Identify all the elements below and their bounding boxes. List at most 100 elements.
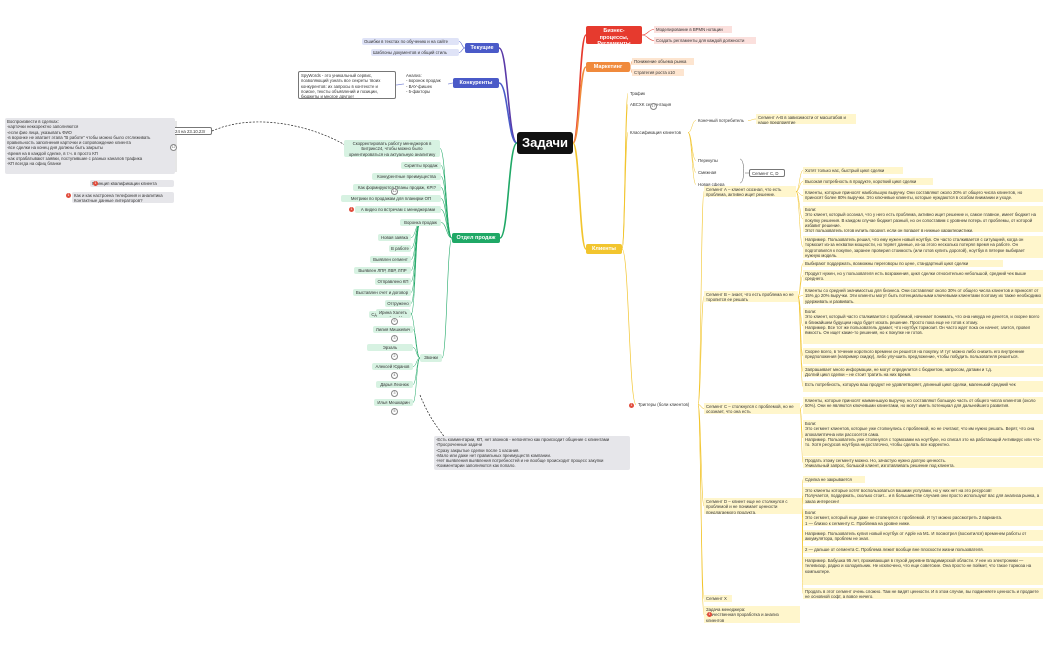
- node-yA5[interactable]: Например. Пользователь решил, что ему ну…: [803, 236, 1043, 258]
- node-g13[interactable]: Отгружено: [385, 300, 411, 307]
- node-yA1[interactable]: Хотят только нас, быстрый цикл сделки: [803, 167, 903, 174]
- node-m2[interactable]: Стратегия роста x10: [632, 69, 684, 76]
- connector: [441, 237, 453, 359]
- node-z1[interactable]: Ирина Халеть: [376, 309, 410, 316]
- node-y_k4[interactable]: Новая сфера: [698, 182, 725, 187]
- child-count[interactable]: 12: [391, 188, 398, 195]
- node-yA4[interactable]: Боли: Это клиент, который осознал, что у…: [803, 206, 1043, 232]
- node-g2[interactable]: Конкурентные преимущества: [372, 173, 441, 180]
- node-zvon[interactable]: Звонки: [420, 354, 442, 362]
- branch-clients: [572, 142, 587, 250]
- node-z6[interactable]: Илья Мешкарин: [374, 399, 413, 406]
- node-y_trig[interactable]: Триггеры (боли клиентов): [638, 402, 690, 407]
- node-g10[interactable]: Выявлен ЛПР, ЛВР, ЛПР: [354, 267, 411, 274]
- node-zk[interactable]: -Есть комментарии, КП, нет звонков - неп…: [434, 436, 630, 470]
- node-y_klass[interactable]: Классификация клиентов: [630, 130, 681, 135]
- connector: [621, 132, 629, 250]
- node-yD1[interactable]: Сделка не закрывается: [803, 476, 865, 483]
- node-yA3[interactable]: Клиенты, которые приносят наибольшую выр…: [803, 189, 1043, 202]
- node-yD2[interactable]: Это клиенты которые хотят воспользоватьс…: [803, 487, 1043, 504]
- priority-badge: 1: [629, 403, 634, 408]
- node-yD[interactable]: Сегмент D – клиент еще не столкнулся с п…: [704, 498, 802, 514]
- connector: [641, 29, 655, 36]
- node-yB4[interactable]: Боли: Это клиент, который часто сталкива…: [803, 308, 1043, 344]
- relation-line: [419, 394, 446, 439]
- node-yA2[interactable]: Высокая потребность в продукте, короткий…: [803, 178, 933, 185]
- node-g8[interactable]: В работе: [389, 245, 411, 252]
- node-y_k1[interactable]: Конечный потребитель: [698, 118, 744, 123]
- priority-badge: 1: [349, 207, 354, 212]
- node-yD7[interactable]: Продать в этот сегмент очень сложно. Там…: [803, 588, 1043, 599]
- child-count[interactable]: 9: [391, 318, 398, 325]
- node-yX[interactable]: Сегмент X: [704, 595, 732, 602]
- child-count[interactable]: 17: [650, 103, 657, 110]
- node-yD5[interactable]: 2 — дальше от сегмента С. Проблема лежит…: [803, 546, 1043, 553]
- node-yZ[interactable]: Задача менеджера: - качественная прорабо…: [704, 606, 800, 623]
- node-y_sc[interactable]: Сегмент С, D: [749, 169, 785, 177]
- node-t2[interactable]: Шаблоны документов и общий стиль: [371, 49, 459, 56]
- node-bleft[interactable]: Воспроизвести в сделках: -карточки некко…: [5, 118, 175, 174]
- node-yC2[interactable]: Боли: Это сегмент клиентов, которые уже …: [803, 420, 1043, 456]
- node-k1[interactable]: Анализ: - воронок продаж - ВАУ-фишек - 5…: [406, 73, 441, 94]
- node-m1[interactable]: Понижение объема рынка: [632, 58, 694, 65]
- node-yB2[interactable]: Продукт нужен, но у пользователя есть во…: [803, 270, 1043, 281]
- node-b2[interactable]: Принцип квалификации клиента: [90, 180, 174, 187]
- node-g11[interactable]: Отправлено КП: [375, 278, 411, 285]
- child-count[interactable]: 2: [391, 353, 398, 360]
- node-yB5[interactable]: Скорее всего, в течение короткого времен…: [803, 348, 1043, 364]
- node-yC1[interactable]: Клиенты, которые приносят наименьшую выр…: [803, 397, 1043, 414]
- node-y_k1a[interactable]: Сегмент А-В в зависимости от масштабов и…: [756, 114, 856, 124]
- node-konk[interactable]: Конкуренты: [453, 78, 499, 88]
- node-z2[interactable]: Лилия Мишкевич: [373, 326, 413, 333]
- node-yC[interactable]: Сегмент С – столкнулся с проблемой, но н…: [704, 403, 800, 414]
- connector: [795, 170, 804, 192]
- node-yB[interactable]: Сегмент В – знает, что есть проблема но …: [704, 291, 798, 302]
- node-b3[interactable]: Как и как настроена телефония и аналитик…: [72, 192, 174, 203]
- node-t1[interactable]: Ошибки в текстах по обучению и на сайте: [362, 38, 459, 45]
- child-count[interactable]: 3: [391, 335, 398, 342]
- node-g9[interactable]: Выявлен сегмент: [370, 256, 411, 263]
- node-yA[interactable]: Сегмент А – клиент осознал, что есть про…: [704, 186, 796, 197]
- child-count[interactable]: 12: [170, 144, 177, 151]
- node-g3[interactable]: Как формируются Планы продаж, KPI?: [353, 184, 441, 191]
- node-g12[interactable]: Выставлен счет и договор: [353, 289, 411, 296]
- node-biz2[interactable]: Создать регламенты для каждой должности: [654, 37, 756, 44]
- node-yC3[interactable]: Продать этому сегменту можно. Но, зачаст…: [803, 457, 1043, 468]
- node-kli[interactable]: Клиенты: [586, 244, 622, 254]
- node-biz[interactable]: Бизнес-процессы, Регламенты: [586, 26, 642, 44]
- node-y_k2[interactable]: Перекупы: [698, 158, 718, 163]
- branch-current: [498, 47, 518, 144]
- node-y_k3[interactable]: Смежная сфера: [698, 170, 717, 176]
- node-k2[interactable]: SpyWords - это уникальный сервис, позвол…: [298, 71, 396, 99]
- node-yD4[interactable]: Например. Пользователь купил новый ноутб…: [803, 530, 1043, 541]
- child-count[interactable]: 3: [391, 390, 398, 397]
- priority-badge: 1: [66, 193, 71, 198]
- node-yB3[interactable]: Клиенты со средней значимостью для бизне…: [803, 287, 1043, 304]
- connector: [440, 176, 453, 239]
- node-g6[interactable]: Воронка продаж: [400, 219, 441, 226]
- node-yB1[interactable]: Выбирают поддержать, возможны переговоры…: [803, 260, 1003, 267]
- node-tek[interactable]: Текущие: [465, 43, 499, 53]
- node-z4[interactable]: Алексей Юданов: [372, 363, 413, 370]
- node-yB6[interactable]: Запрашивает много информации, не могут о…: [803, 366, 1043, 377]
- node-yB7[interactable]: Есть потребность, которую ваш продукт не…: [803, 381, 1043, 392]
- node-g1[interactable]: Скрипты продаж: [401, 162, 441, 169]
- node-z3[interactable]: Эрзаль Тохтарышева: [367, 344, 413, 351]
- node-y_traf[interactable]: Трафик: [630, 91, 645, 96]
- node-y_abc[interactable]: ABCXK сегментация: [630, 102, 672, 107]
- central-topic[interactable]: Задачи: [517, 132, 573, 154]
- node-biz1[interactable]: Моделирование в BPMN нотации: [654, 26, 732, 33]
- node-g7[interactable]: Новая заявка: [378, 234, 411, 241]
- child-count[interactable]: 4: [391, 372, 398, 379]
- node-g4[interactable]: Метрики по продажам для планирки ОП: [341, 195, 441, 202]
- connector: [697, 404, 705, 615]
- node-otdel[interactable]: Отдел продаж: [452, 233, 500, 243]
- child-count[interactable]: 5: [391, 408, 398, 415]
- node-mark[interactable]: Маркетинг: [586, 62, 630, 72]
- node-g5[interactable]: А видео по встречам с менеджерами: [355, 206, 441, 213]
- node-g0[interactable]: Скорректировать работу менеджеров в Битр…: [344, 140, 440, 157]
- node-z5[interactable]: Дарья Леонюк: [376, 381, 413, 388]
- connector: [801, 495, 804, 507]
- node-yD6[interactable]: Например. Бабушка 95 лет, проживающая в …: [803, 557, 1043, 585]
- node-yD3[interactable]: Боли: Это сегмент, который еще даже не с…: [803, 509, 1043, 526]
